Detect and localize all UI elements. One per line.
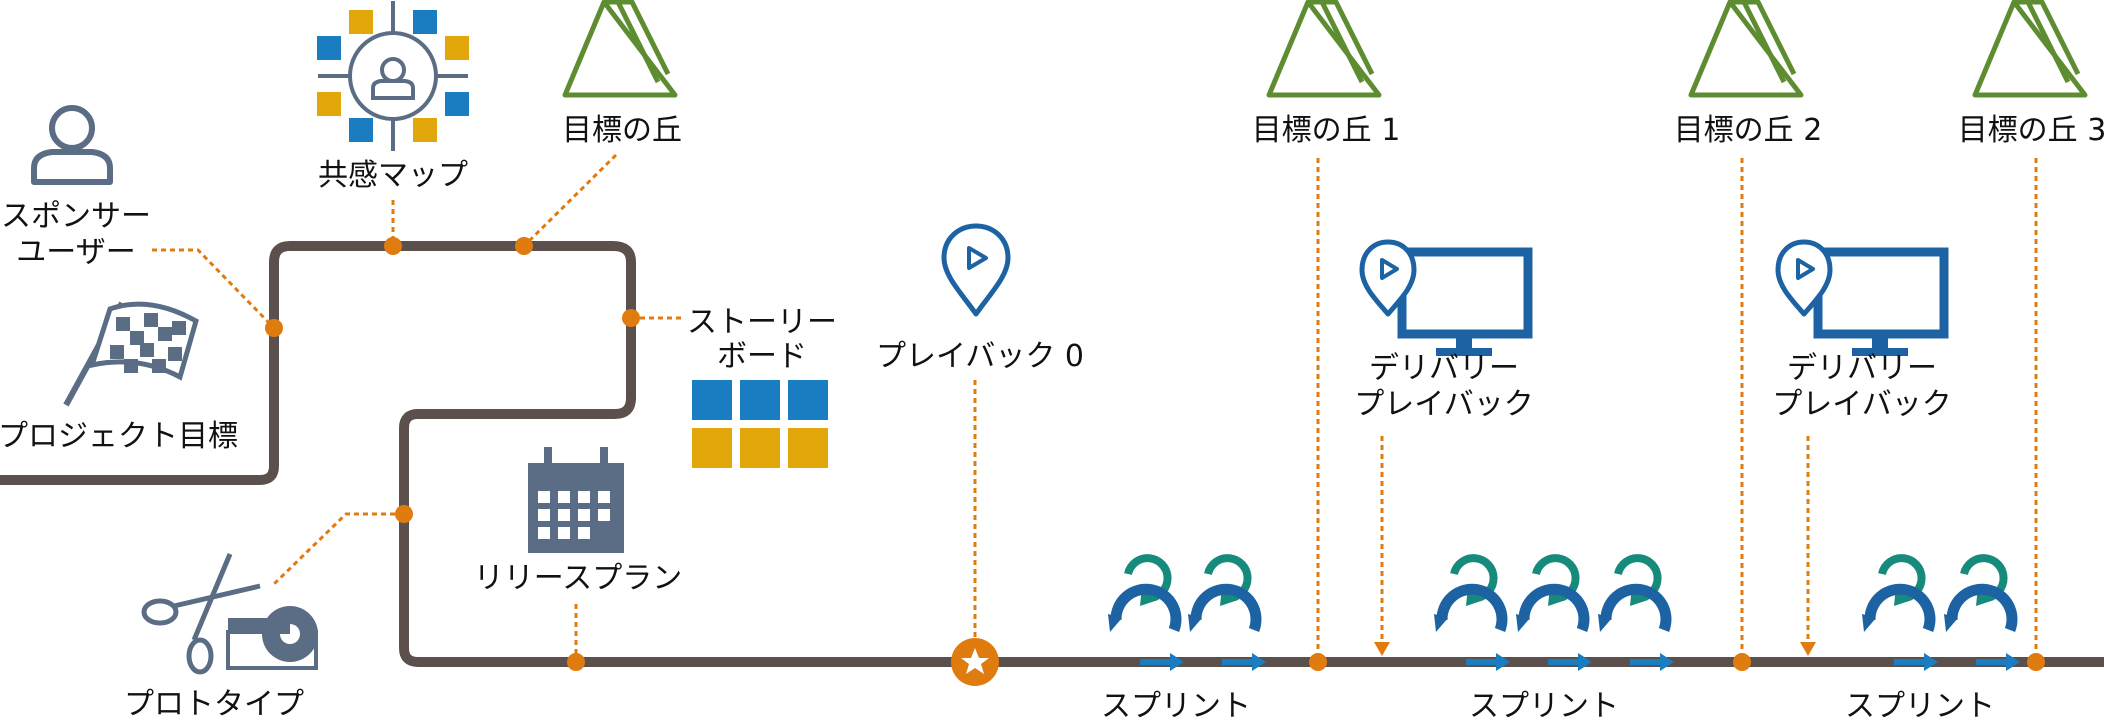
mountain-icon [1975,2,2085,95]
hill3-label: 目標の丘 3 [1958,113,2104,148]
marker-empathy-map [384,237,402,255]
marker-release-plan [567,653,585,671]
iteration-cycle-icon [1862,558,2020,671]
goal-hill-label: 目標の丘 [562,113,682,148]
prototype-label: プロトタイプ [124,687,304,722]
delivery2-label-line1: デリバリー [1787,351,1937,386]
sponsor-label-line1: スポンサー [1,199,151,234]
delivery2-label-line2: プレイバック [1772,387,1951,422]
scissors-tape-icon [141,553,318,675]
mountain-icon [1691,2,1801,95]
empathy-map-icon [317,1,469,151]
monitor-play-icon [1778,242,1944,356]
release-plan-label: リリースプラン [474,561,683,596]
roadmap-path [0,241,2104,667]
user-icon [31,105,113,185]
monitor-play-icon [1362,242,1528,356]
hill1-label: 目標の丘 1 [1252,113,1401,148]
marker-storyboard [622,309,640,327]
marker-hill3 [2027,653,2045,671]
arrowhead-delivery1 [1374,642,1390,656]
delivery1-label-line1: デリバリー [1369,351,1519,386]
sprint1-label: スプリント [1101,689,1251,724]
iteration-cycle-icon [1434,558,1674,671]
project-goal-label: プロジェクト目標 [0,419,238,454]
connector-lines [152,153,2038,662]
marker-prototype [395,505,413,523]
hill2-label: 目標の丘 2 [1674,113,1823,148]
empathy-map-label: 共感マップ [318,158,468,193]
marker-hill1 [1309,653,1327,671]
star-marker-playback0 [951,638,999,686]
marker-goal-hill [515,237,533,255]
mountain-icon [565,2,675,95]
sprint2-label: スプリント [1469,689,1619,724]
checkered-flag-icon [63,301,199,407]
storyboard-label-line2: ボード [717,339,807,374]
sticky-notes-icon [692,380,828,468]
delivery1-label-line2: プレイバック [1354,387,1533,422]
path-markers [265,237,2045,671]
arrowhead-delivery2 [1800,642,1816,656]
marker-hill2 [1733,653,1751,671]
sponsor-label-line2: ユーザー [16,235,135,270]
playback0-label: プレイバック 0 [876,339,1084,374]
calendar-icon [528,447,624,553]
storyboard-label-line1: ストーリー [687,305,837,340]
mountain-icon [1269,2,1379,95]
iteration-cycle-icon [1108,558,1266,671]
sprint3-label: スプリント [1845,689,1995,724]
marker-sponsor [265,319,283,337]
location-play-icon [944,226,1008,314]
